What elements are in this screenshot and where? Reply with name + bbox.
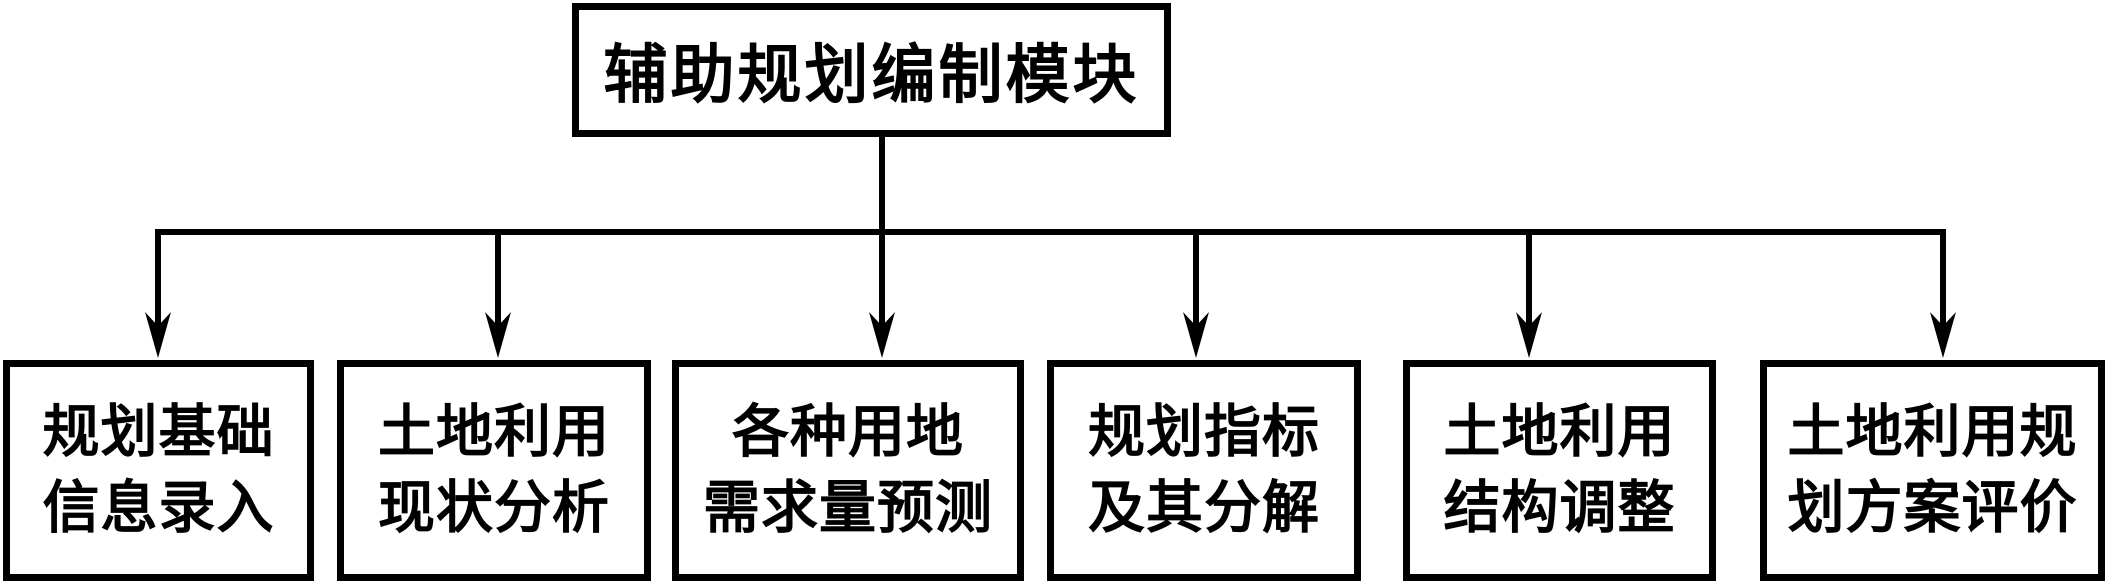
child-box-planning-indicators-decomposition: 规划指标 及其分解 <box>1047 360 1361 581</box>
child-box-land-use-status-analysis: 土地利用 现状分析 <box>337 360 651 581</box>
child-box-land-use-plan-evaluation: 土地利用规 划方案评价 <box>1760 360 2105 581</box>
child-box-label-line: 各种用地 <box>732 400 964 464</box>
connector-arrow-6 <box>1930 232 1956 358</box>
child-box-label-line: 及其分解 <box>1088 476 1320 540</box>
child-box-label-line: 划方案评价 <box>1787 476 2078 540</box>
child-box-label-line: 规划指标 <box>1088 400 1320 464</box>
child-box-land-demand-forecast: 各种用地 需求量预测 <box>672 360 1024 581</box>
child-box-label-line: 现状分析 <box>378 476 610 540</box>
child-box-planning-base-info-entry: 规划基础 信息录入 <box>3 360 314 581</box>
child-box-label-line: 土地利用 <box>1443 400 1676 464</box>
connector-arrow-3 <box>869 232 895 358</box>
child-box-label-line: 规划基础 <box>42 400 275 464</box>
connector-arrow-1 <box>145 232 171 358</box>
child-box-label-line: 信息录入 <box>42 476 275 540</box>
child-box-label-line: 土地利用 <box>378 400 610 464</box>
child-box-label-line: 需求量预测 <box>703 476 993 540</box>
connector-arrow-4 <box>1183 232 1209 358</box>
connector-arrow-5 <box>1516 232 1542 358</box>
child-box-label-line: 土地利用规 <box>1787 400 2078 464</box>
child-box-label-line: 结构调整 <box>1443 476 1676 540</box>
root-box-label: 辅助规划编制模块 <box>603 40 1140 111</box>
child-box-land-use-structure-adjustment: 土地利用 结构调整 <box>1403 360 1716 581</box>
connector-arrow-2 <box>485 232 511 358</box>
root-box-auxiliary-planning-module: 辅助规划编制模块 <box>572 3 1171 137</box>
